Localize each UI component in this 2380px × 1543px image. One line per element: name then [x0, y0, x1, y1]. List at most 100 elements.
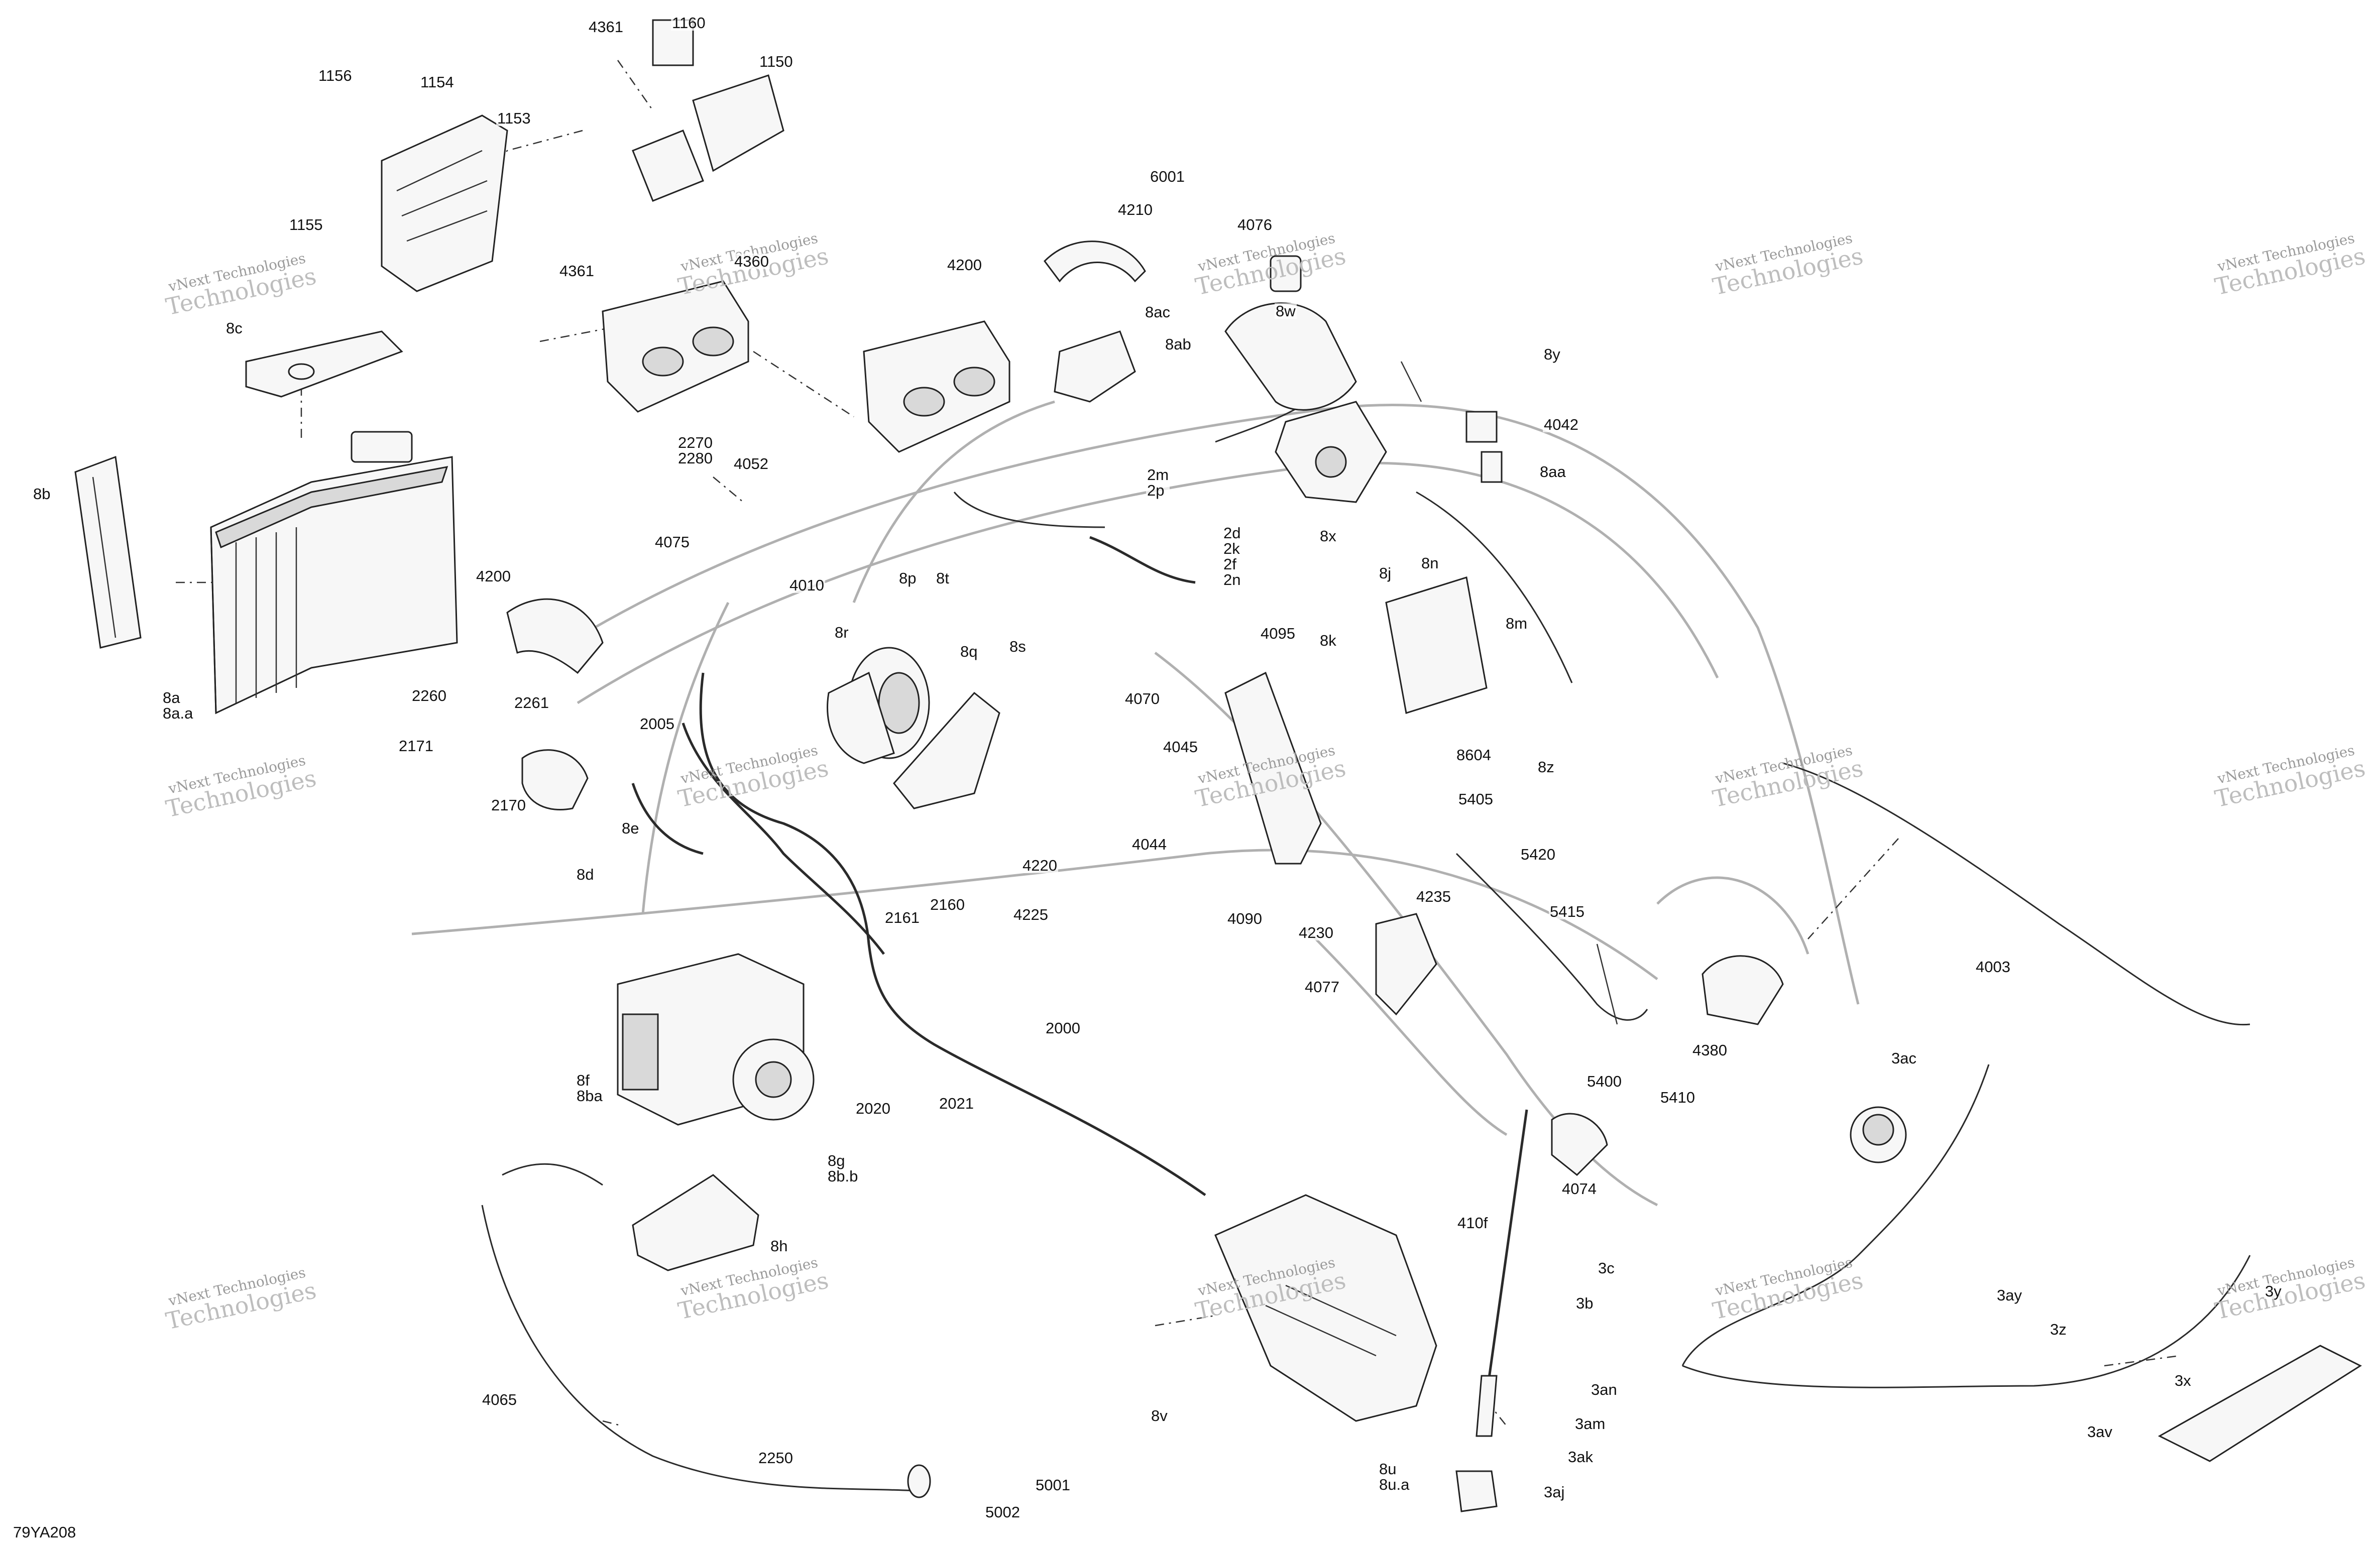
callout-8d: 8d [576, 866, 595, 883]
callout-4075: 4075 [654, 533, 691, 551]
bracket-4074 [1551, 1113, 1608, 1176]
callout-1150: 1150 [758, 53, 794, 70]
wiring-harness [481, 381, 2251, 1492]
connector-4076 [1270, 255, 1302, 292]
callout-8a: 8a 8a.a [162, 689, 194, 722]
callout-4003: 4003 [1975, 958, 2011, 976]
callout-4045: 4045 [1162, 738, 1199, 756]
callout-2021: 2021 [938, 1095, 975, 1112]
callout-3av: 3av [2086, 1423, 2113, 1441]
callout-2261: 2261 [513, 694, 550, 711]
callout-3z: 3z [2049, 1321, 2068, 1338]
callout-3an: 3an [1590, 1381, 1618, 1398]
callout-1160: 1160 [671, 14, 707, 32]
clamp-4200-top [1044, 241, 1146, 283]
callout-8x: 8x [1319, 527, 1337, 545]
callout-8ac: 8ac [1144, 303, 1171, 321]
callout-5400: 5400 [1586, 1073, 1623, 1090]
callout-8aa: 8aa [1539, 463, 1567, 481]
callout-8s: 8s [1008, 638, 1027, 655]
callout-5405: 5405 [1457, 790, 1494, 808]
callout-4052: 4052 [733, 455, 769, 472]
callout-3ay: 3ay [1996, 1286, 2023, 1304]
diagram-id: 79YA208 [12, 1523, 77, 1541]
callout-8e: 8e [621, 819, 640, 837]
callout-8z: 8z [1537, 758, 1555, 776]
callout-5410: 5410 [1659, 1089, 1696, 1106]
module-8j [1385, 576, 1488, 714]
callout-4074: 4074 [1561, 1180, 1598, 1198]
bracket-4380 [1702, 955, 1784, 1025]
callout-4225: 4225 [1012, 906, 1049, 923]
callout-2250: 2250 [757, 1449, 794, 1467]
module-bracket-1153 [381, 114, 508, 292]
callout-2020: 2020 [855, 1100, 891, 1117]
callout-5420: 5420 [1520, 846, 1556, 863]
callout-4220: 4220 [1022, 857, 1058, 874]
callout-4042: 4042 [1543, 416, 1579, 433]
connector-4042 [1465, 411, 1503, 483]
starter-solenoid [521, 749, 589, 811]
antenna [1455, 1109, 1528, 1512]
callout-8p: 8p [898, 569, 918, 587]
callout-3c: 3c [1597, 1259, 1616, 1277]
callout-4044: 4044 [1131, 836, 1168, 853]
callout-8m: 8m [1505, 615, 1529, 632]
callout-2000: 2000 [1045, 1019, 1081, 1037]
callout-1153: 1153 [496, 109, 532, 127]
power-outlet [1850, 1106, 1907, 1163]
callout-4380: 4380 [1691, 1041, 1728, 1059]
callout-8r: 8r [834, 624, 850, 641]
callout-3am: 3am [1574, 1415, 1607, 1433]
battery-strap [74, 455, 142, 649]
callout-4210: 4210 [1117, 201, 1154, 218]
callout-410f: 410f [1456, 1214, 1489, 1232]
callout-3x: 3x [2174, 1372, 2192, 1389]
callout-8t: 8t [935, 569, 950, 587]
callout-1156: 1156 [317, 67, 353, 84]
callout-4095: 4095 [1260, 625, 1296, 642]
horn [827, 647, 930, 764]
module-1150 [632, 19, 784, 202]
callout-4361-top: 4361 [588, 18, 624, 36]
callout-4235: 4235 [1415, 888, 1452, 905]
callout-8w: 8w [1275, 302, 1297, 320]
callout-8v: 8v [1150, 1407, 1169, 1425]
callout-8b: 8b [32, 485, 52, 503]
abs-bracket [632, 1174, 759, 1271]
callout-5001: 5001 [1035, 1476, 1071, 1494]
bracket-4090 [1224, 671, 1322, 865]
callout-3ac: 3ac [1890, 1049, 1917, 1067]
callout-4230: 4230 [1298, 924, 1334, 941]
callout-2260: 2260 [411, 687, 447, 704]
callout-8y: 8y [1543, 345, 1561, 363]
light-assembly [2158, 1345, 2362, 1462]
callout-6001: 6001 [1149, 168, 1186, 185]
callout-4361-mid: 4361 [558, 262, 595, 280]
callout-4076: 4076 [1236, 216, 1273, 233]
actuator-8w [1224, 302, 1387, 503]
callout-2d: 2d 2k 2f 2n [1222, 524, 1242, 588]
battery-bracket [245, 330, 403, 398]
callout-2170: 2170 [490, 796, 527, 814]
callout-8f: 8f 8ba [576, 1072, 604, 1105]
callout-2005: 2005 [639, 715, 675, 733]
fuse-box-right [863, 320, 1010, 453]
callout-3ak: 3ak [1567, 1448, 1594, 1466]
callout-3aj: 3aj [1543, 1483, 1566, 1501]
horn-bracket [893, 691, 1000, 809]
callout-1155: 1155 [288, 216, 324, 233]
callout-5415: 5415 [1549, 903, 1585, 920]
clamp-4200-left [506, 598, 604, 674]
callout-4010: 4010 [788, 576, 825, 594]
callout-2270: 2270 2280 [677, 434, 714, 467]
callout-2160: 2160 [929, 896, 966, 913]
callout-8g: 8g 8b.b [827, 1152, 859, 1185]
cable-2250-end [907, 1464, 931, 1498]
assembly-8u [1214, 1194, 1437, 1422]
callout-8j: 8j [1378, 564, 1393, 582]
callout-2171: 2171 [398, 737, 434, 755]
clamp-4077 [1375, 913, 1437, 1016]
fuse-box-left [602, 280, 749, 413]
callout-2161: 2161 [884, 909, 921, 926]
